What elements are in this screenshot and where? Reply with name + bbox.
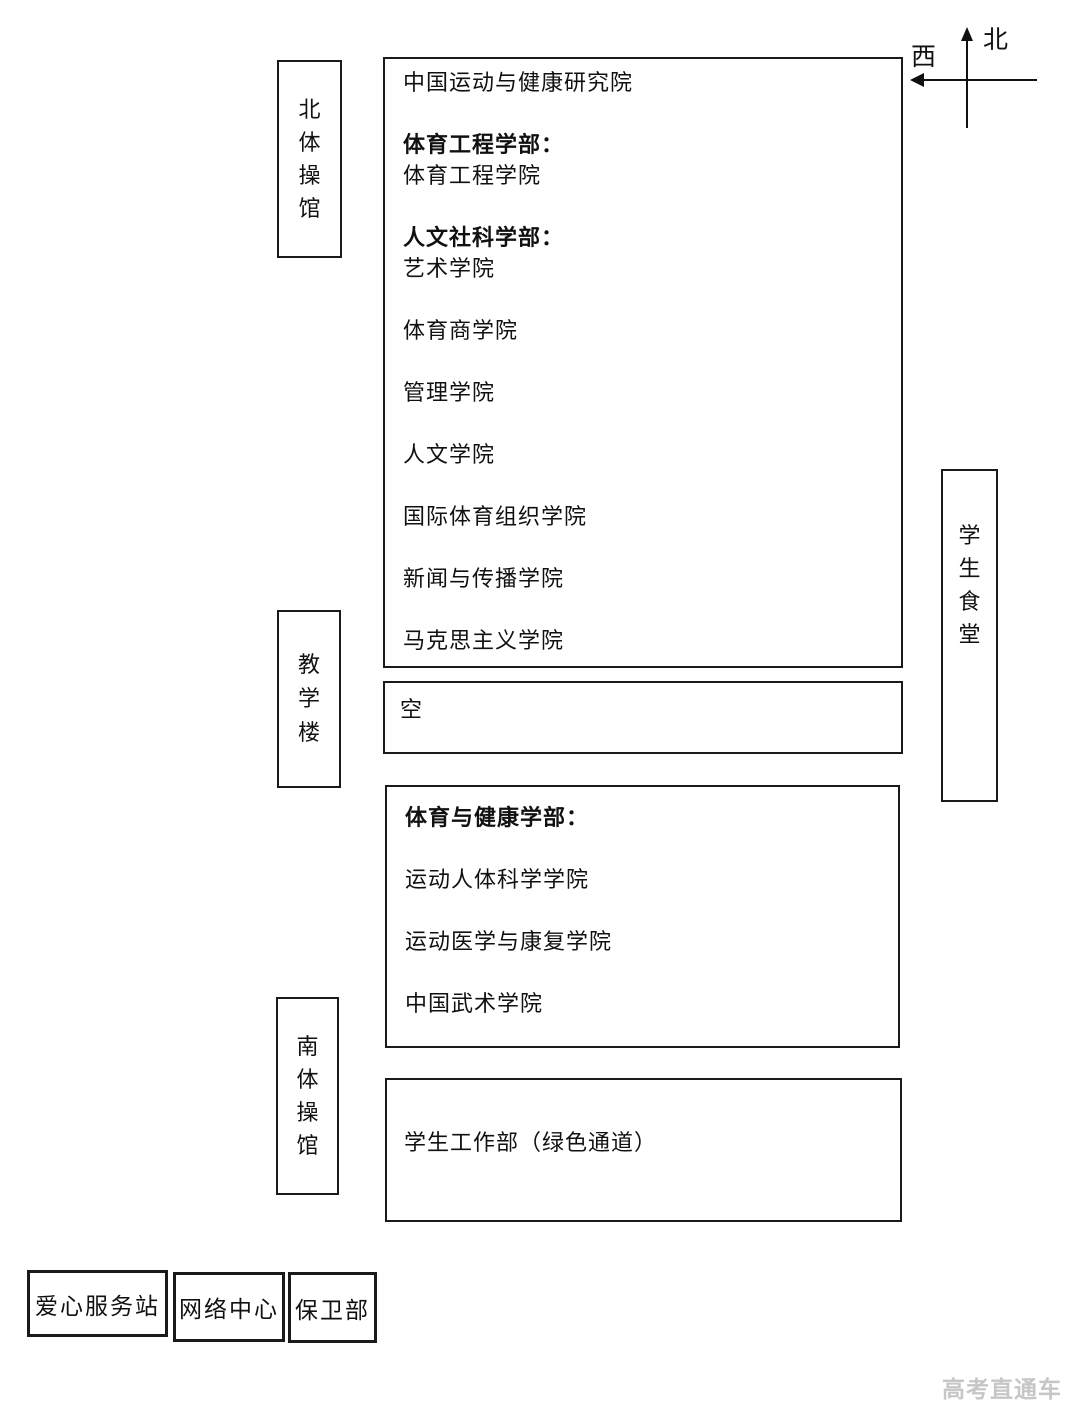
line-humanities-college: 人文学院 bbox=[403, 442, 496, 467]
teaching-building-char: 教 bbox=[297, 652, 320, 677]
line-marxism-college: 马克思主义学院 bbox=[403, 628, 565, 653]
west-arrow-icon bbox=[910, 73, 924, 87]
north-gym-char: 馆 bbox=[298, 196, 321, 221]
sport-health-dept-box: 体育与健康学部： 运动人体科学学院 运动医学与康复学院 中国武术学院 bbox=[385, 785, 900, 1048]
network-center-label: 网络中心 bbox=[179, 1297, 279, 1322]
love-service-station-label: 爱心服务站 bbox=[35, 1293, 160, 1319]
dept-humanities-social-science: 人文社科学部： bbox=[403, 225, 565, 250]
network-center-box: 网络中心 bbox=[173, 1272, 285, 1342]
line-art-college: 艺术学院 bbox=[403, 256, 496, 281]
line-sport-medicine-rehab-college: 运动医学与康复学院 bbox=[405, 929, 613, 954]
south-gym-char: 南 bbox=[296, 1034, 319, 1059]
teaching-building-char: 学 bbox=[297, 686, 320, 711]
canteen-box: 学 生 食 堂 bbox=[941, 469, 998, 802]
teaching-building-box: 教 学 楼 bbox=[277, 610, 341, 788]
dept-sport-engineering: 体育工程学部： bbox=[403, 132, 565, 157]
empty-box: 空 bbox=[383, 681, 903, 754]
north-gym-char: 体 bbox=[298, 130, 321, 155]
compass-vertical-line bbox=[966, 40, 968, 128]
student-affairs-label: 学生工作部（绿色通道） bbox=[404, 1130, 658, 1155]
line-china-wushu-college: 中国武术学院 bbox=[405, 991, 544, 1016]
north-arrow-icon bbox=[961, 27, 973, 41]
dept-sport-and-health: 体育与健康学部： bbox=[405, 805, 590, 830]
north-gym-char: 操 bbox=[298, 163, 321, 188]
love-service-station-box: 爱心服务站 bbox=[27, 1270, 168, 1337]
line-china-sport-health-institute: 中国运动与健康研究院 bbox=[403, 70, 634, 95]
canteen-char: 生 bbox=[958, 556, 981, 581]
north-gym-box: 北 体 操 馆 bbox=[277, 60, 342, 258]
line-sport-human-science-college: 运动人体科学学院 bbox=[405, 867, 590, 892]
line-journalism-communication-college: 新闻与传播学院 bbox=[403, 566, 565, 591]
canteen-char: 堂 bbox=[958, 622, 981, 647]
compass-north-label: 北 bbox=[983, 27, 1009, 54]
line-international-sport-org-college: 国际体育组织学院 bbox=[403, 504, 588, 529]
canteen-char: 学 bbox=[958, 523, 981, 548]
compass-horizontal-line bbox=[924, 79, 1037, 81]
south-gym-char: 操 bbox=[296, 1100, 319, 1125]
security-dept-box: 保卫部 bbox=[288, 1272, 377, 1343]
line-management-college: 管理学院 bbox=[403, 380, 496, 405]
south-gym-char: 体 bbox=[296, 1067, 319, 1092]
compass-west-label: 西 bbox=[911, 44, 937, 71]
line-sport-business-college: 体育商学院 bbox=[403, 318, 519, 343]
teaching-building-char: 楼 bbox=[297, 720, 320, 745]
watermark: 高考直通车 bbox=[942, 1376, 1062, 1402]
north-gym-char: 北 bbox=[298, 97, 321, 122]
main-building-box: 中国运动与健康研究院 体育工程学部： 体育工程学院 人文社科学部： 艺术学院 体… bbox=[383, 57, 903, 668]
student-affairs-box: 学生工作部（绿色通道） bbox=[385, 1078, 902, 1222]
line-sport-engineering-college: 体育工程学院 bbox=[403, 163, 542, 188]
canteen-char: 食 bbox=[958, 589, 981, 614]
south-gym-char: 馆 bbox=[296, 1133, 319, 1158]
south-gym-box: 南 体 操 馆 bbox=[276, 997, 339, 1195]
security-dept-label: 保卫部 bbox=[295, 1297, 370, 1323]
empty-box-label: 空 bbox=[400, 697, 424, 722]
